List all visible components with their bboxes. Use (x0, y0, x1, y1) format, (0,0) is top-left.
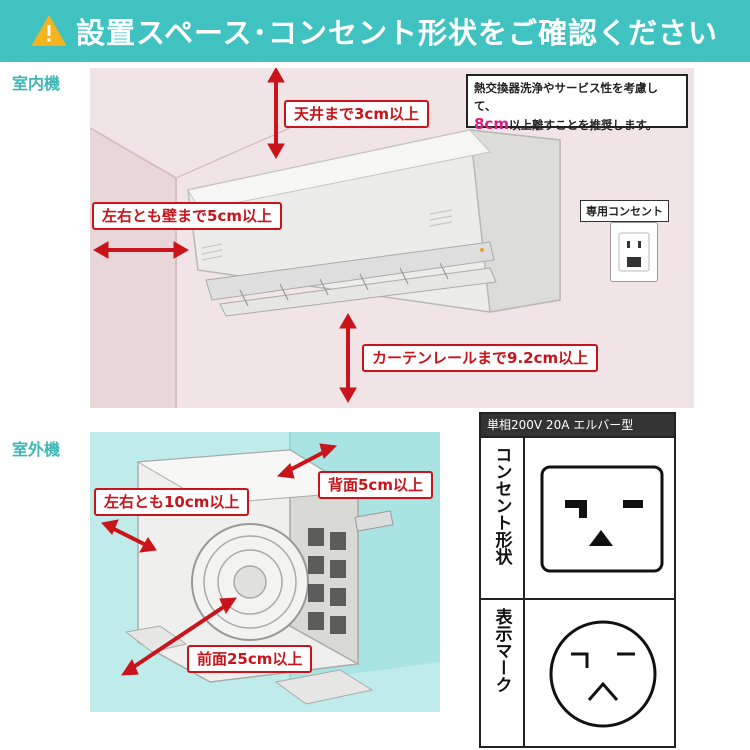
note-line-2: 8cm以上離すことを推奨します。 (474, 115, 680, 134)
outlet-shape-icon (540, 465, 664, 573)
display-mark-icon (549, 620, 657, 728)
wall-outlet-icon (610, 222, 658, 282)
outdoor-section-label: 室外機 (12, 440, 61, 459)
ceiling-clearance-callout: 天井まで3cm以上 (284, 100, 429, 128)
page-title: 設置スペース･コンセント形状をご確認ください (75, 16, 719, 50)
recommendation-note: 熱交換器洗浄やサービス性を考慮して、 8cm以上離すことを推奨します。 (466, 74, 688, 133)
curtain-rail-clearance-callout: カーテンレールまで9.2cm以上 (362, 344, 599, 372)
display-mark-label: 表示マーク (481, 600, 525, 748)
dedicated-outlet-label: 専用コンセント (580, 200, 669, 222)
outdoor-side-clearance-callout: 左右とも10cm以上 (94, 488, 250, 516)
side-wall-clearance-callout: 左右とも壁まで5cm以上 (92, 202, 282, 230)
indoor-section-label: 室内機 (12, 74, 61, 93)
warning-triangle-icon (31, 16, 66, 46)
display-mark-row: 表示マーク (481, 598, 674, 748)
outlet-shape-row: コンセント形状 (481, 436, 674, 598)
note-highlight: 8cm (474, 115, 509, 133)
note-line-1: 熱交換器洗浄やサービス性を考慮して、 (474, 81, 658, 113)
outlet-shape-label: コンセント形状 (481, 438, 525, 598)
outdoor-front-clearance-callout: 前面25cm以上 (187, 645, 313, 673)
outdoor-back-clearance-callout: 背面5cm以上 (318, 471, 433, 499)
indoor-unit-illustration (90, 68, 561, 408)
title-banner: 設置スペース･コンセント形状をご確認ください (0, 0, 750, 62)
spec-header: 単相200V 20A エルバー型 (481, 414, 674, 436)
note-line-2-text: 以上離すことを推奨します。 (508, 118, 658, 132)
outlet-spec-table: 単相200V 20A エルバー型 コンセント形状 表示マーク (479, 412, 676, 748)
